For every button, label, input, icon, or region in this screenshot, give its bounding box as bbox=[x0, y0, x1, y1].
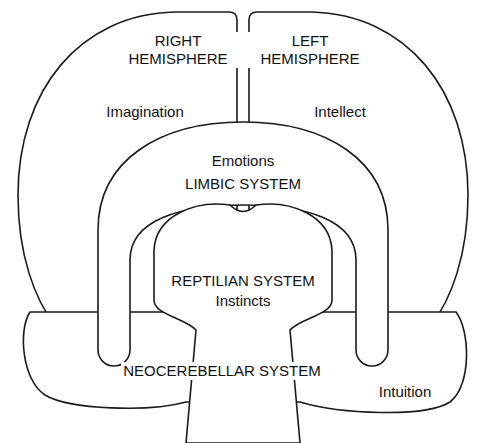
region-name: REPTILIAN SYSTEM bbox=[169, 272, 316, 290]
region-name: RIGHT HEMISPHERE bbox=[113, 32, 243, 68]
region-function: Imagination bbox=[104, 103, 186, 121]
region-outline bbox=[152, 198, 334, 443]
region-function: Intuition bbox=[377, 383, 434, 401]
reptilian-system: REPTILIAN SYSTEM Instincts bbox=[152, 198, 334, 443]
text-slot: REPTILIAN SYSTEM bbox=[155, 272, 331, 290]
region-name: LEFT HEMISPHERE bbox=[245, 32, 375, 68]
region-name: NEOCEREBELLAR SYSTEM bbox=[121, 362, 323, 380]
region-function: Instincts bbox=[213, 292, 272, 310]
text-slot: RIGHT HEMISPHERE bbox=[113, 32, 243, 68]
text-slot: Imagination bbox=[90, 103, 200, 121]
text-slot: LIMBIC SYSTEM bbox=[168, 175, 318, 193]
text-slot: LEFT HEMISPHERE bbox=[245, 32, 375, 68]
text-slot: Intuition bbox=[360, 383, 450, 401]
region-name: Emotions bbox=[210, 152, 277, 170]
region-border bbox=[154, 204, 332, 443]
text-slot: NEOCEREBELLAR SYSTEM bbox=[92, 362, 352, 380]
text-slot: Intellect bbox=[285, 103, 395, 121]
region-function: LIMBIC SYSTEM bbox=[183, 175, 303, 193]
region-function: Intellect bbox=[312, 103, 368, 121]
text-slot: Instincts bbox=[183, 292, 303, 310]
text-slot: Emotions bbox=[183, 152, 303, 170]
